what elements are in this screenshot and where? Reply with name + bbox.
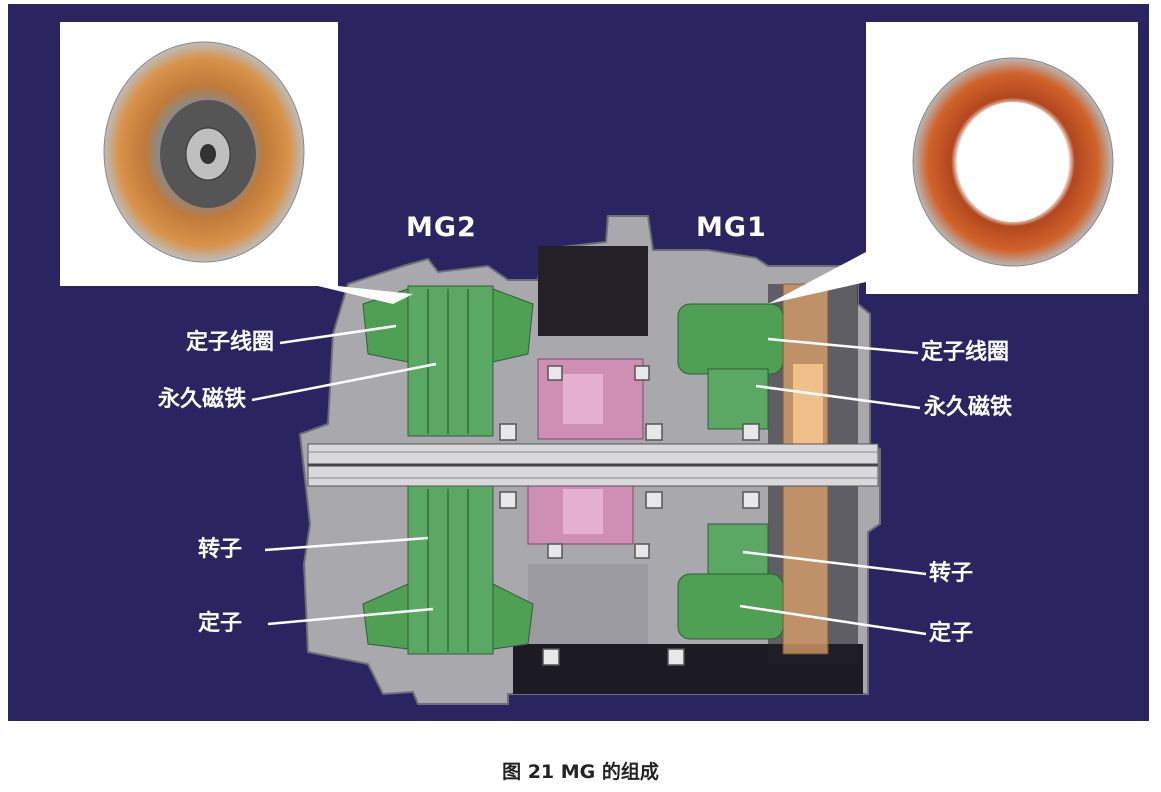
mg-cutaway-illustration [60, 22, 1138, 705]
left-stator-label: 定子 [198, 611, 243, 636]
main-shaft [307, 443, 879, 487]
right-stator-coil-label: 定子线圈 [921, 340, 1010, 365]
figure-caption: 图 21 MG 的组成 [502, 761, 659, 783]
mg1-motor-section [677, 303, 784, 640]
bearings [499, 365, 760, 666]
right-stator-label: 定子 [929, 621, 974, 646]
planetary-gear-set [527, 358, 644, 545]
right-rotor-label: 转子 [929, 561, 974, 586]
left-rotor-label: 转子 [198, 537, 243, 562]
mg1-label: MG1 [696, 212, 767, 243]
right-permanent-magnet-label: 永久磁铁 [924, 395, 1013, 420]
mg2-motor-section [362, 285, 534, 655]
mg1-photo-inset [768, 22, 1138, 304]
diagram-panel: MG2 MG1 定子线圈 永久磁铁 转子 定子 定子线圈 永久磁铁 转子 定子 [8, 4, 1149, 721]
callout-lines [251, 324, 927, 636]
left-stator-coil-label: 定子线圈 [186, 330, 275, 355]
mg2-photo-inset [60, 22, 413, 304]
left-permanent-magnet-label: 永久磁铁 [158, 387, 247, 412]
mg2-label: MG2 [406, 212, 477, 243]
